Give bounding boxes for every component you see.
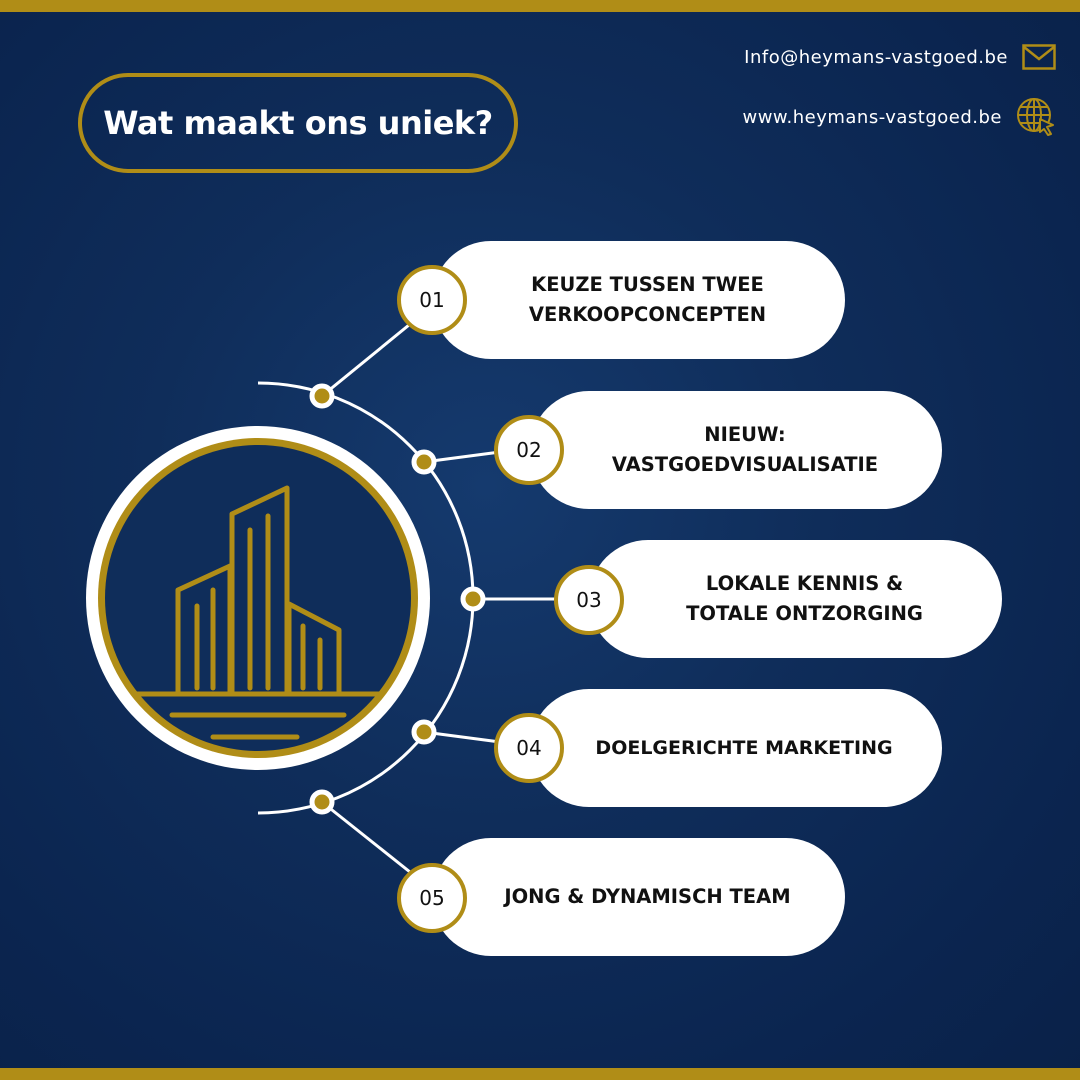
feature-number-01: 01 (397, 265, 467, 335)
connector-1 (321, 314, 421, 398)
feature-label-05: JONG & DYNAMISCH TEAM (504, 885, 791, 908)
website-contact[interactable]: www.heymans-vastgoed.be (742, 97, 1056, 137)
bottom-accent-bar (0, 1068, 1080, 1080)
emblem-inner (105, 445, 411, 751)
feature-number-03: 03 (554, 565, 624, 635)
feature-number-04: 04 (494, 713, 564, 783)
node-dot-4 (411, 719, 437, 745)
page-title: Wat maakt ons uniek? (103, 104, 493, 142)
connector-5 (321, 800, 421, 882)
top-accent-bar (0, 0, 1080, 12)
globe-cursor-icon (1017, 98, 1054, 136)
feature-card-05: JONG & DYNAMISCH TEAM (432, 838, 845, 956)
feature-card-03: LOKALE KENNIS & TOTALE ONTZORGING (589, 540, 1002, 658)
website-text[interactable]: www.heymans-vastgoed.be (742, 106, 1002, 128)
feature-number-02: 02 (494, 415, 564, 485)
feature-card-04: DOELGERICHTE MARKETING (530, 689, 942, 807)
feature-label-01: KEUZE TUSSEN TWEE VERKOOPCONCEPTEN (528, 273, 767, 326)
connector-2 (423, 450, 501, 464)
feature-label-02: NIEUW: VASTGOEDVISUALISATIE (611, 423, 879, 476)
connector-4 (423, 730, 501, 744)
feature-card-02: NIEUW: VASTGOEDVISUALISATIE (530, 391, 942, 509)
building-icon (133, 485, 383, 740)
feature-label-04: DOELGERICHTE MARKETING (595, 737, 893, 759)
title-badge: Wat maakt ons uniek? (78, 73, 518, 173)
node-dot-5 (309, 789, 335, 815)
email-contact[interactable]: Info@heymans-vastgoed.be (744, 44, 1056, 70)
node-dot-1 (309, 383, 335, 409)
email-text[interactable]: Info@heymans-vastgoed.be (744, 46, 1008, 68)
feature-number-05: 05 (397, 863, 467, 933)
node-dot-3 (460, 586, 486, 612)
node-dot-2 (411, 449, 437, 475)
feature-card-01: KEUZE TUSSEN TWEE VERKOOPCONCEPTEN (432, 241, 845, 359)
envelope-icon (1022, 44, 1056, 70)
feature-label-03: LOKALE KENNIS & TOTALE ONTZORGING (686, 572, 923, 625)
